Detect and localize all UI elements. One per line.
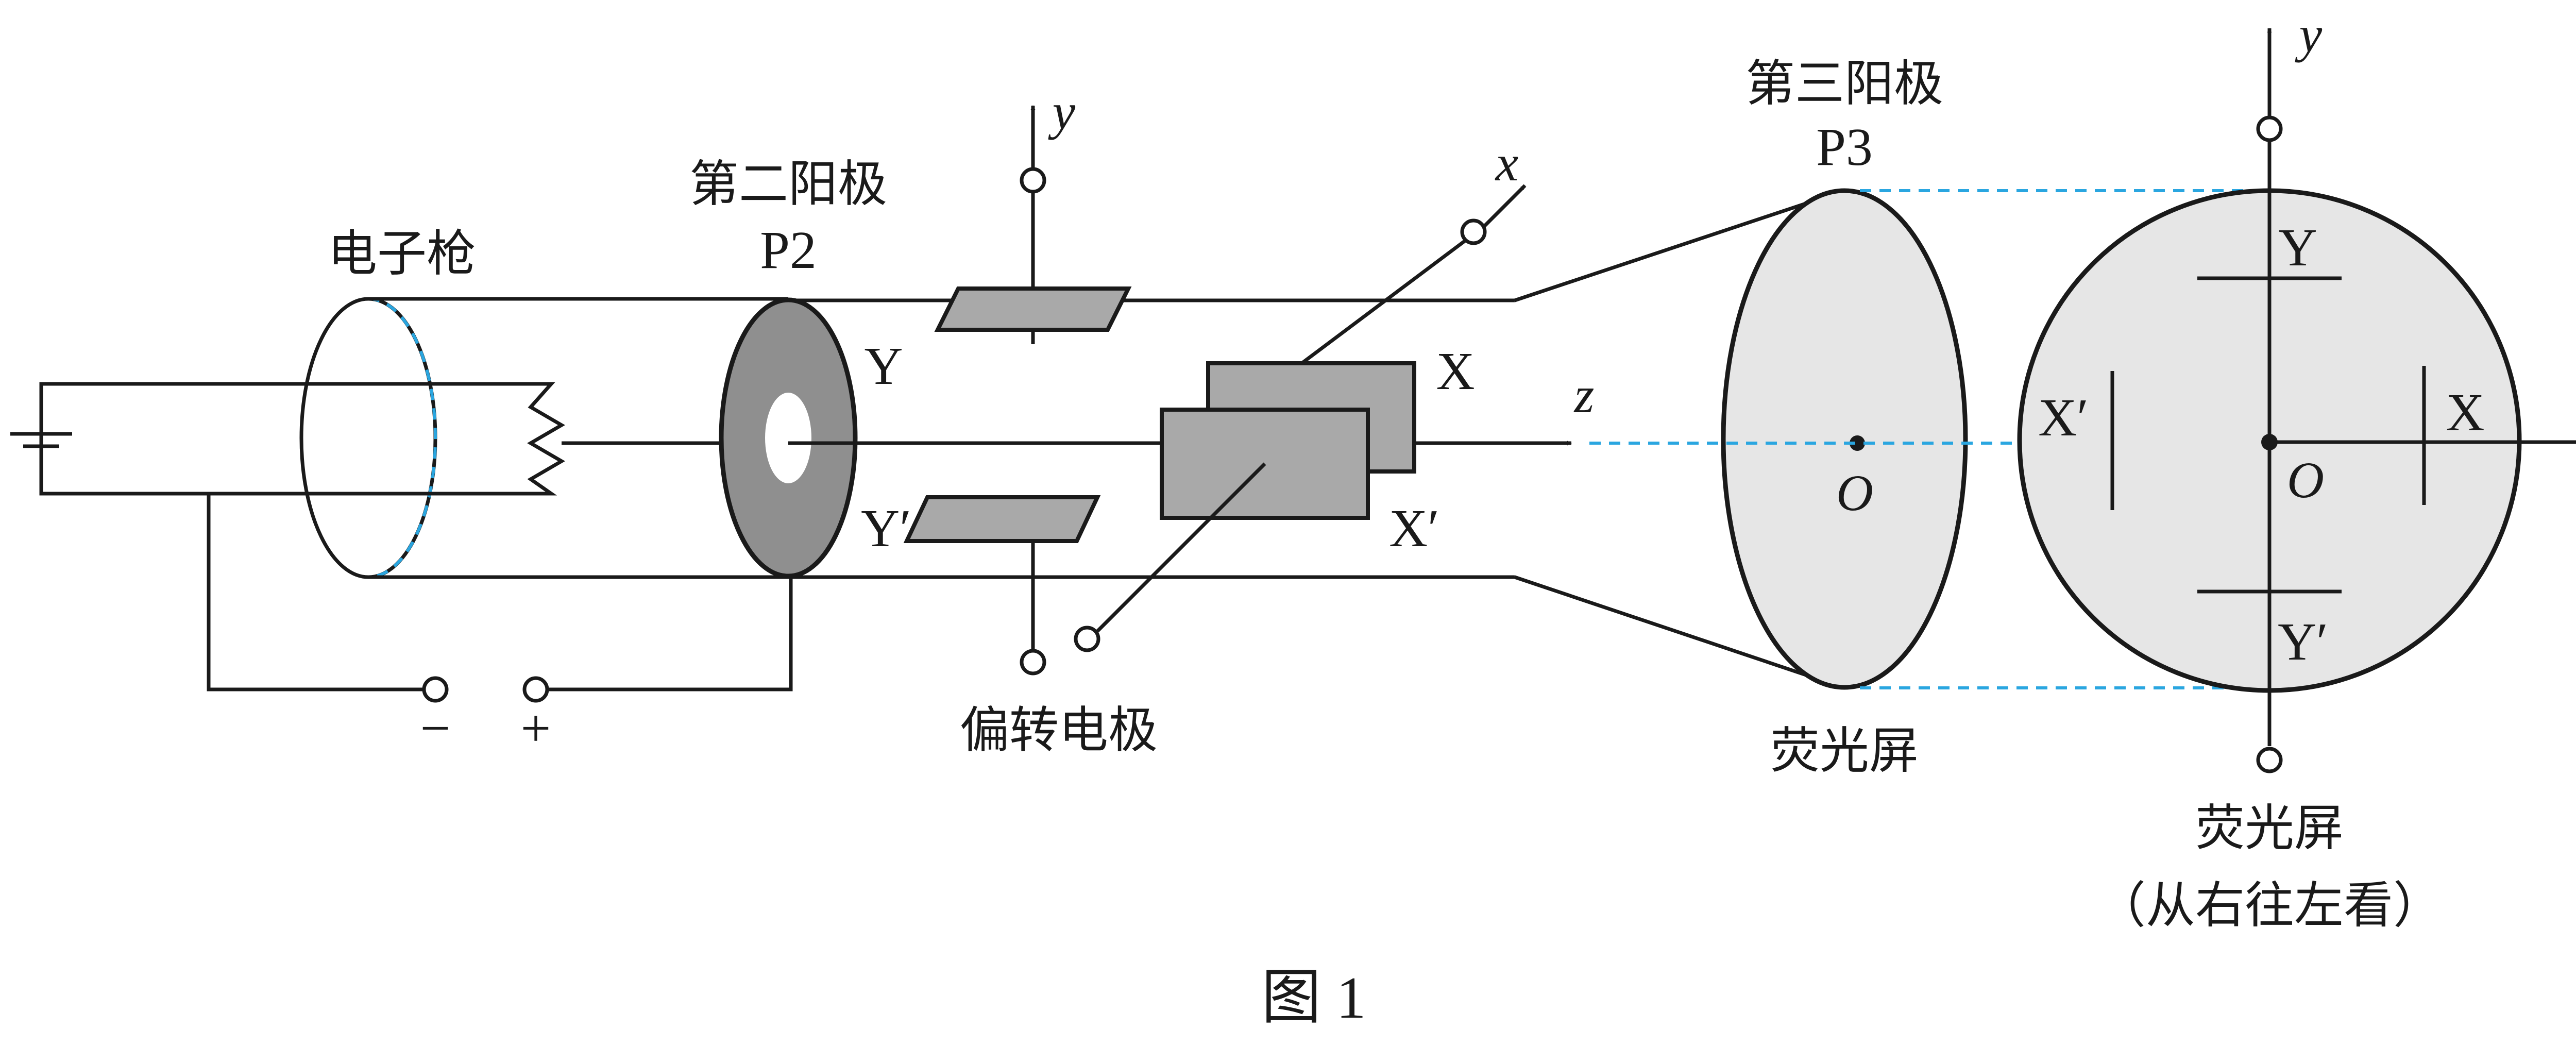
plate-x-label: X	[1436, 342, 1475, 401]
deflection-electrodes-label: 偏转电极	[960, 703, 1158, 758]
screen-y-top-terminal	[2256, 115, 2283, 142]
plus-label: +	[521, 699, 551, 758]
plate-x-prime-label: X′	[1389, 499, 1439, 558]
screen-y-bottom-terminal	[2256, 747, 2283, 773]
screen-y-axis-label: y	[2295, 6, 2323, 63]
second-anode-code: P2	[760, 221, 817, 280]
third-anode-label: 第三阳极	[1745, 56, 1943, 111]
minus-terminal	[422, 676, 449, 703]
front-x-prime-label: X′	[2038, 388, 2089, 447]
y-top-terminal	[1020, 167, 1046, 194]
plate-y-prime-label: Y′	[861, 499, 911, 558]
figure-caption: 图 1	[1262, 965, 1366, 1031]
screen-side-view	[1721, 188, 1968, 690]
screen-front-label: 荧光屏	[2195, 801, 2344, 856]
x-bottom-terminal	[1074, 626, 1100, 652]
plus-terminal	[522, 676, 549, 703]
electron-gun	[207, 297, 788, 691]
dashed-guides	[1589, 189, 2262, 689]
x-deflection-plates	[1074, 184, 1527, 652]
screen-side-label: 荧光屏	[1770, 723, 1919, 779]
z-axis-label: z	[1573, 366, 1595, 424]
third-anode-code: P3	[1816, 117, 1873, 177]
y-plate-top	[934, 286, 1132, 332]
electron-gun-label: 电子枪	[328, 226, 476, 281]
y-deflection-plates	[903, 105, 1132, 676]
second-anode	[536, 297, 858, 691]
minus-label: −	[420, 699, 451, 758]
x-top-terminal	[1460, 218, 1487, 245]
front-x-label: X	[2446, 383, 2484, 442]
x-axis-label: x	[1495, 134, 1518, 192]
y-bottom-terminal	[1020, 649, 1046, 676]
y-axis-label: y	[1048, 83, 1076, 140]
front-y-prime-label: Y′	[2278, 612, 2328, 671]
side-origin-label: O	[1836, 464, 1873, 521]
front-origin-label: O	[2287, 451, 2324, 509]
screen-front-note: （从右往左看）	[2096, 878, 2443, 933]
y-plate-bottom	[903, 495, 1101, 543]
front-y-label: Y	[2278, 218, 2317, 277]
second-anode-label: 第二阳极	[689, 157, 887, 212]
screen-front-view	[2017, 28, 2576, 773]
battery-circuit	[10, 382, 371, 496]
filament	[371, 382, 565, 496]
plate-y-label: Y	[864, 336, 903, 396]
